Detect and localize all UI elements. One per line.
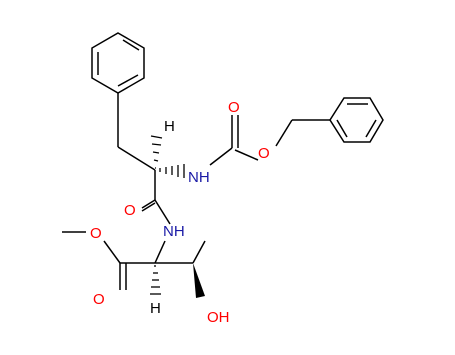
phenyl-ring-left [91, 32, 145, 94]
methoxy-o-label: O [90, 225, 102, 242]
stereo-wedge-oh [193, 263, 205, 298]
h-label-top: H [164, 118, 175, 135]
ester-o-label-top: O [258, 145, 270, 162]
stereo-hash-top [150, 135, 163, 169]
carbonyl-o-label-top: O [228, 99, 240, 116]
amide-o-label: O [124, 202, 136, 219]
bonds-carbamate [209, 115, 330, 166]
nh-label-bottom: NH [163, 223, 185, 240]
bonds-thr [62, 231, 206, 290]
oh-label: OH [207, 309, 230, 326]
stereo-hash-nh [159, 164, 185, 178]
ester-o-label-bottom: O [93, 291, 105, 308]
nh-label-top: NH [188, 169, 210, 186]
stereo-hash-bottom [150, 265, 161, 295]
h-label-bottom: H [150, 300, 161, 317]
phenyl-ring-right [329, 97, 384, 143]
bonds-phe-chain [117, 93, 156, 171]
bonds-amide [141, 170, 171, 225]
